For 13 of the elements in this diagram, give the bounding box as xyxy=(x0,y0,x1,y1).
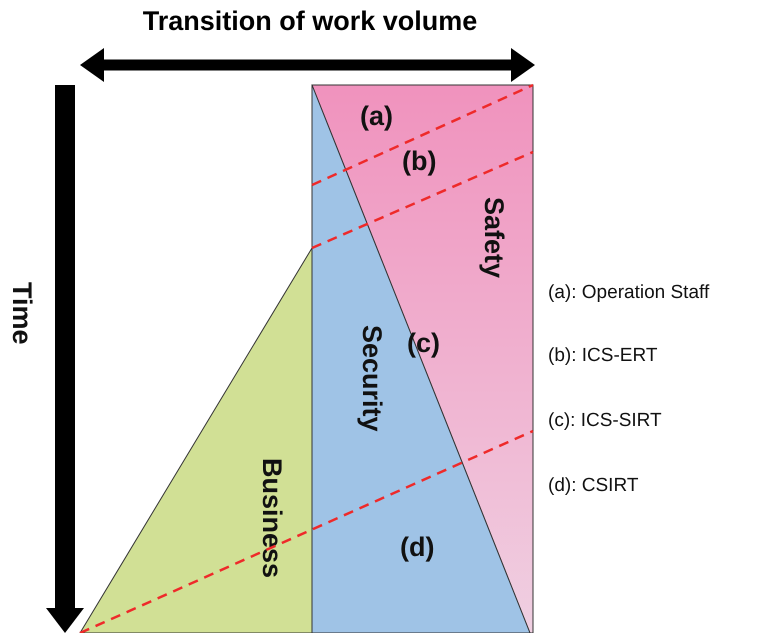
region-label: Safety xyxy=(480,197,507,278)
legend-text: (b): ICS-ERT xyxy=(548,345,658,367)
legend-text: (c): ICS-SIRT xyxy=(548,410,662,432)
business-region xyxy=(80,248,312,633)
phase-marker: (b) xyxy=(402,147,436,177)
legend-text: (d): CSIRT xyxy=(548,475,638,497)
phase-marker: (a) xyxy=(360,102,393,132)
region-label: Business xyxy=(258,458,285,578)
region-label: Security xyxy=(358,325,385,432)
legend-text: (a): Operation Staff xyxy=(548,282,710,304)
phase-marker: (d) xyxy=(400,533,434,563)
axis-label: Time xyxy=(8,282,35,345)
diagram-title: Transition of work volume xyxy=(142,6,478,37)
